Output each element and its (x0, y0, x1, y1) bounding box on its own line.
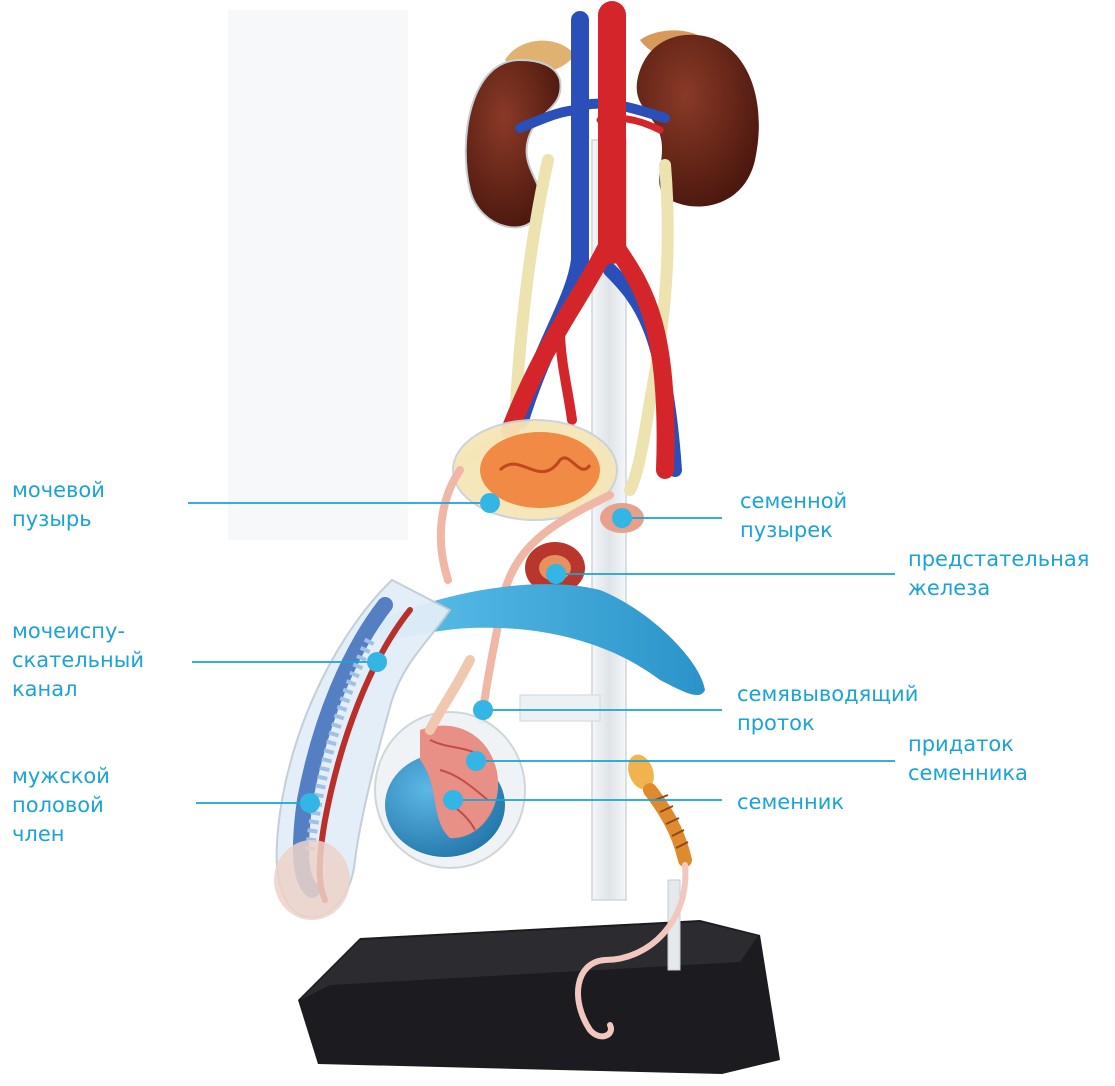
label-vas-deferens: семявыводящий проток (737, 680, 918, 738)
dot-epididymis (466, 751, 486, 771)
label-prostate: предстательная железа (908, 545, 1089, 603)
label-epididymis: придаток семенника (908, 730, 1028, 788)
dot-bladder (480, 493, 500, 513)
label-testis: семенник (737, 788, 844, 817)
dot-prostate (546, 564, 566, 584)
dot-penis (300, 793, 320, 813)
label-penis: мужской половой член (12, 762, 110, 849)
dot-urethra (367, 652, 387, 672)
backdrop-panel (228, 10, 408, 540)
label-seminal-vesicle: семенной пузырек (740, 487, 847, 545)
kidney-right (637, 35, 759, 207)
label-bladder: мочевой пузырь (12, 476, 105, 534)
label-urethra: мочеиспу- скательный канал (12, 617, 144, 704)
glans-shape (274, 840, 350, 920)
dot-testis (443, 790, 463, 810)
kidney-left (466, 60, 561, 227)
dot-seminal-vesicle (612, 508, 632, 528)
support-bracket (520, 695, 600, 721)
dot-vas-deferens (473, 700, 493, 720)
iliac-artery-left-branch (560, 330, 572, 420)
